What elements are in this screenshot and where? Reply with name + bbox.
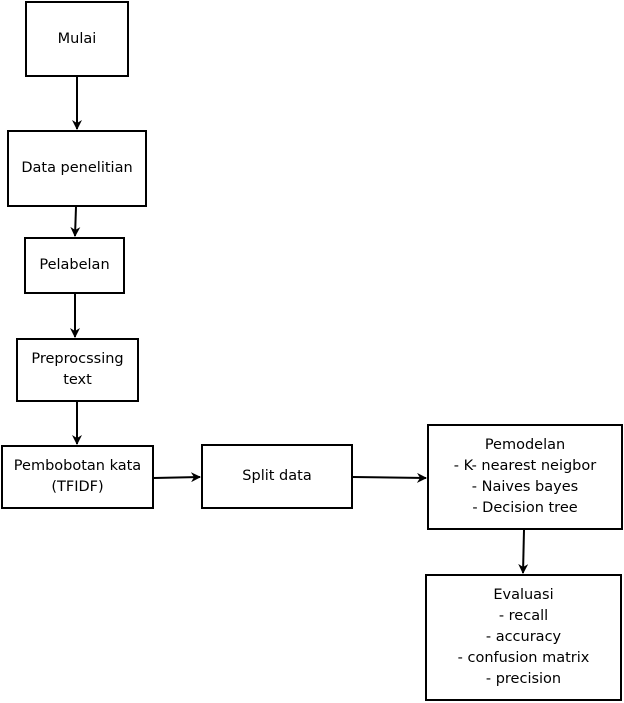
node-pembobotan-line-2: (TFIDF) — [51, 479, 104, 495]
node-pemodelan-item-3: - Decision tree — [472, 500, 578, 516]
node-pelabelan: Pelabelan — [24, 237, 125, 294]
node-pemodelan: Pemodelan - K- nearest neigbor - Naives … — [427, 424, 623, 530]
node-pembobotan: Pembobotan kata (TFIDF) — [1, 445, 154, 509]
node-evaluasi-item-1: - recall — [498, 608, 549, 624]
node-preprocessing-line-1: Preprocssing — [31, 351, 124, 367]
arrow-split-to-pemodelan — [352, 472, 427, 483]
node-pembobotan-line-1: Pembobotan kata — [13, 458, 142, 474]
node-preprocessing-line-2: text — [63, 372, 92, 388]
node-mulai: Mulai — [25, 1, 129, 77]
arrow-data-penelitian-to-pelabelan — [70, 206, 81, 237]
node-evaluasi: Evaluasi - recall - accuracy - confusion… — [425, 574, 622, 701]
node-pemodelan-title: Pemodelan — [484, 437, 566, 453]
node-pelabelan-label: Pelabelan — [39, 257, 110, 273]
arrow-pembobotan-to-split — [153, 472, 201, 483]
node-evaluasi-item-3: - confusion matrix — [457, 650, 590, 666]
node-data-penelitian-label: Data penelitian — [21, 160, 133, 176]
node-evaluasi-item-2: - accuracy — [485, 629, 562, 645]
node-split-data: Split data — [201, 444, 353, 509]
node-evaluasi-item-4: - precision — [485, 671, 562, 687]
node-evaluasi-title: Evaluasi — [493, 587, 554, 603]
node-data-penelitian: Data penelitian — [7, 130, 147, 207]
node-mulai-label: Mulai — [57, 30, 97, 47]
node-pemodelan-item-2: - Naives bayes — [471, 479, 579, 495]
node-pemodelan-item-1: - K- nearest neigbor — [453, 458, 597, 474]
node-split-data-label: Split data — [242, 468, 312, 484]
node-preprocessing: Preprocssing text — [16, 338, 139, 402]
arrow-pemodelan-to-evaluasi — [518, 529, 529, 574]
